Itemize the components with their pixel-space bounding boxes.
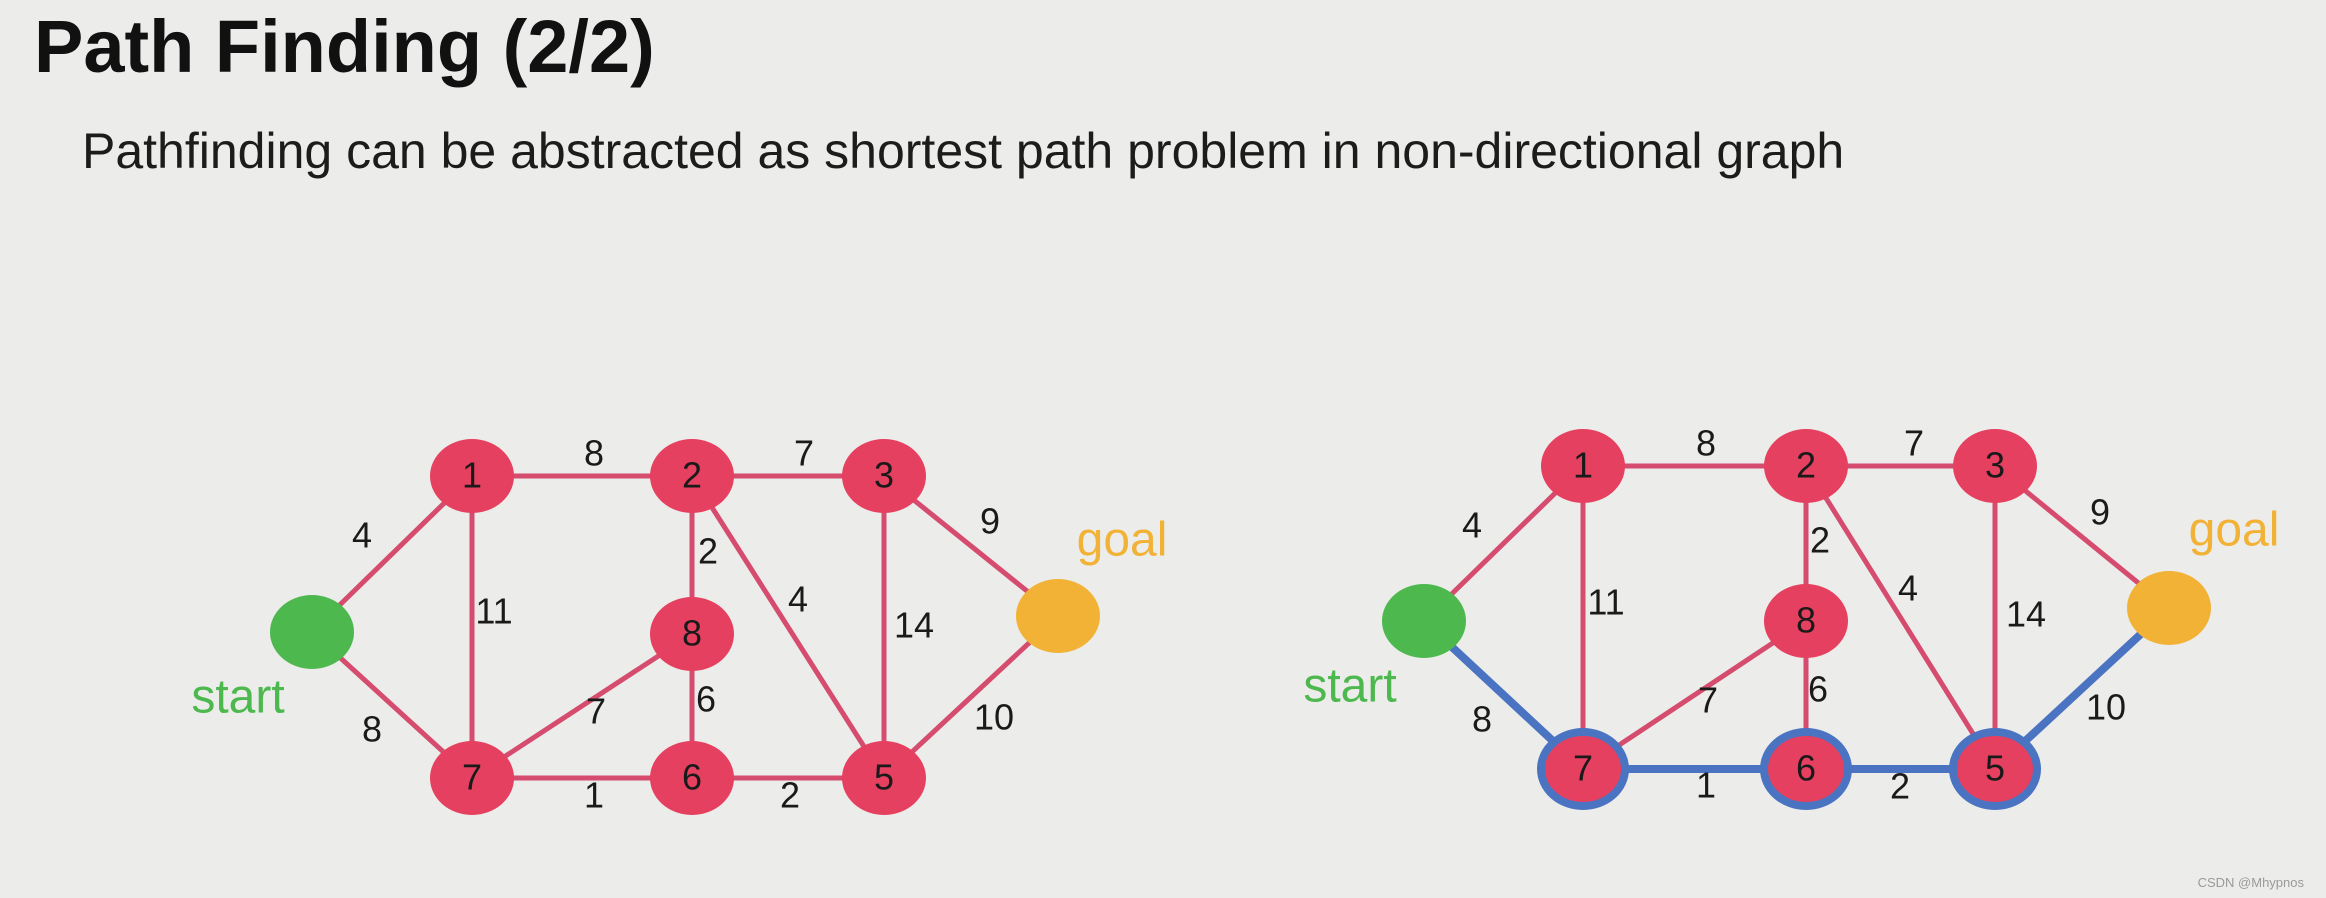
node-label-5: 5 [1985, 748, 2005, 789]
edge-weight-5-goal: 10 [974, 697, 1014, 738]
node-1 [430, 439, 514, 513]
edge-weight-1-7: 11 [1587, 582, 1624, 623]
node-3 [1953, 429, 2037, 503]
node-3 [842, 439, 926, 513]
node-8 [650, 597, 734, 671]
start-node [270, 595, 354, 669]
edge-weight-3-goal: 9 [980, 501, 1000, 542]
node-6 [1760, 728, 1852, 810]
edge-weight-2-3: 7 [794, 433, 814, 474]
goal-label: goal [2189, 504, 2280, 557]
node-8 [1764, 584, 1848, 658]
node-label-7: 7 [1573, 748, 1593, 789]
edge-8-7 [469, 631, 695, 781]
node-label-2: 2 [682, 455, 702, 496]
node-label-3: 3 [1985, 445, 2005, 486]
edge-weight-2-8: 2 [1810, 520, 1830, 561]
edge-weight-1-2: 8 [584, 433, 604, 474]
node-label-2: 2 [1796, 445, 1816, 486]
graph-shortest-path: 4 8 8 11 7 2 4 14 9 7 6 1 2 10 1 2 3 8 7 6 5 start goal [1303, 423, 2280, 810]
edge-weight-2-3: 7 [1904, 423, 1924, 464]
node-label-8: 8 [1796, 600, 1816, 641]
edge-weight-2-5: 4 [788, 579, 808, 620]
start-label: start [1303, 660, 1396, 713]
node-label-7: 7 [462, 757, 482, 798]
node-label-8: 8 [682, 613, 702, 654]
node-label-5: 5 [874, 757, 894, 798]
edge-weight-8-6: 6 [696, 679, 716, 720]
node-label-6: 6 [682, 757, 702, 798]
edge-weight-1-2: 8 [1696, 423, 1716, 464]
node-label-6: 6 [1796, 748, 1816, 789]
edge-weight-7-6: 1 [584, 775, 604, 816]
edge-weight-6-5: 2 [1890, 766, 1910, 807]
node-6 [650, 741, 734, 815]
edge-2-5 [1803, 463, 1998, 772]
node-2 [650, 439, 734, 513]
edge-weight-3-goal: 9 [2090, 492, 2110, 533]
edge-weight-8-7: 7 [1698, 680, 1718, 721]
edge-weight-2-8: 2 [698, 531, 718, 572]
edge-weight-start-1: 4 [352, 515, 372, 556]
edge-weight-7-6: 1 [1696, 765, 1716, 806]
goal-node [1016, 579, 1100, 653]
edge-5-goal [881, 613, 1061, 781]
node-1 [1541, 429, 1625, 503]
edge-weight-3-5: 14 [2006, 594, 2046, 635]
node-5 [1949, 728, 2041, 810]
node-label-1: 1 [462, 455, 482, 496]
node-2 [1764, 429, 1848, 503]
edge-weight-2-5: 4 [1898, 568, 1918, 609]
start-label: start [191, 671, 284, 724]
edge-8-7 [1580, 618, 1809, 772]
watermark: CSDN @Mhypnos [2197, 875, 2304, 890]
slide-subtitle: Pathfinding can be abstracted as shortes… [82, 123, 1845, 179]
slide-title: Path Finding (2/2) [34, 5, 655, 88]
edge-weight-start-1: 4 [1462, 505, 1482, 546]
edge-2-5 [689, 473, 887, 781]
edge-weight-5-goal: 10 [2086, 687, 2126, 728]
edge-weight-8-6: 6 [1808, 669, 1828, 710]
node-5 [842, 741, 926, 815]
edge-weight-start-7: 8 [362, 709, 382, 750]
edge-weight-1-7: 11 [475, 591, 512, 632]
graph-unsolved: 4 8 8 11 7 2 4 14 9 7 6 1 2 10 1 2 3 8 7 6 5 start goal [191, 433, 1167, 816]
start-node [1382, 584, 1466, 658]
goal-node [2127, 571, 2211, 645]
node-7 [1537, 728, 1629, 810]
edge-weight-3-5: 14 [894, 605, 934, 646]
node-label-1: 1 [1573, 445, 1593, 486]
edge-weight-start-7: 8 [1472, 699, 1492, 740]
edge-weight-6-5: 2 [780, 775, 800, 816]
edge-weight-8-7: 7 [586, 691, 606, 732]
node-label-3: 3 [874, 455, 894, 496]
goal-label: goal [1077, 514, 1168, 567]
node-7 [430, 741, 514, 815]
